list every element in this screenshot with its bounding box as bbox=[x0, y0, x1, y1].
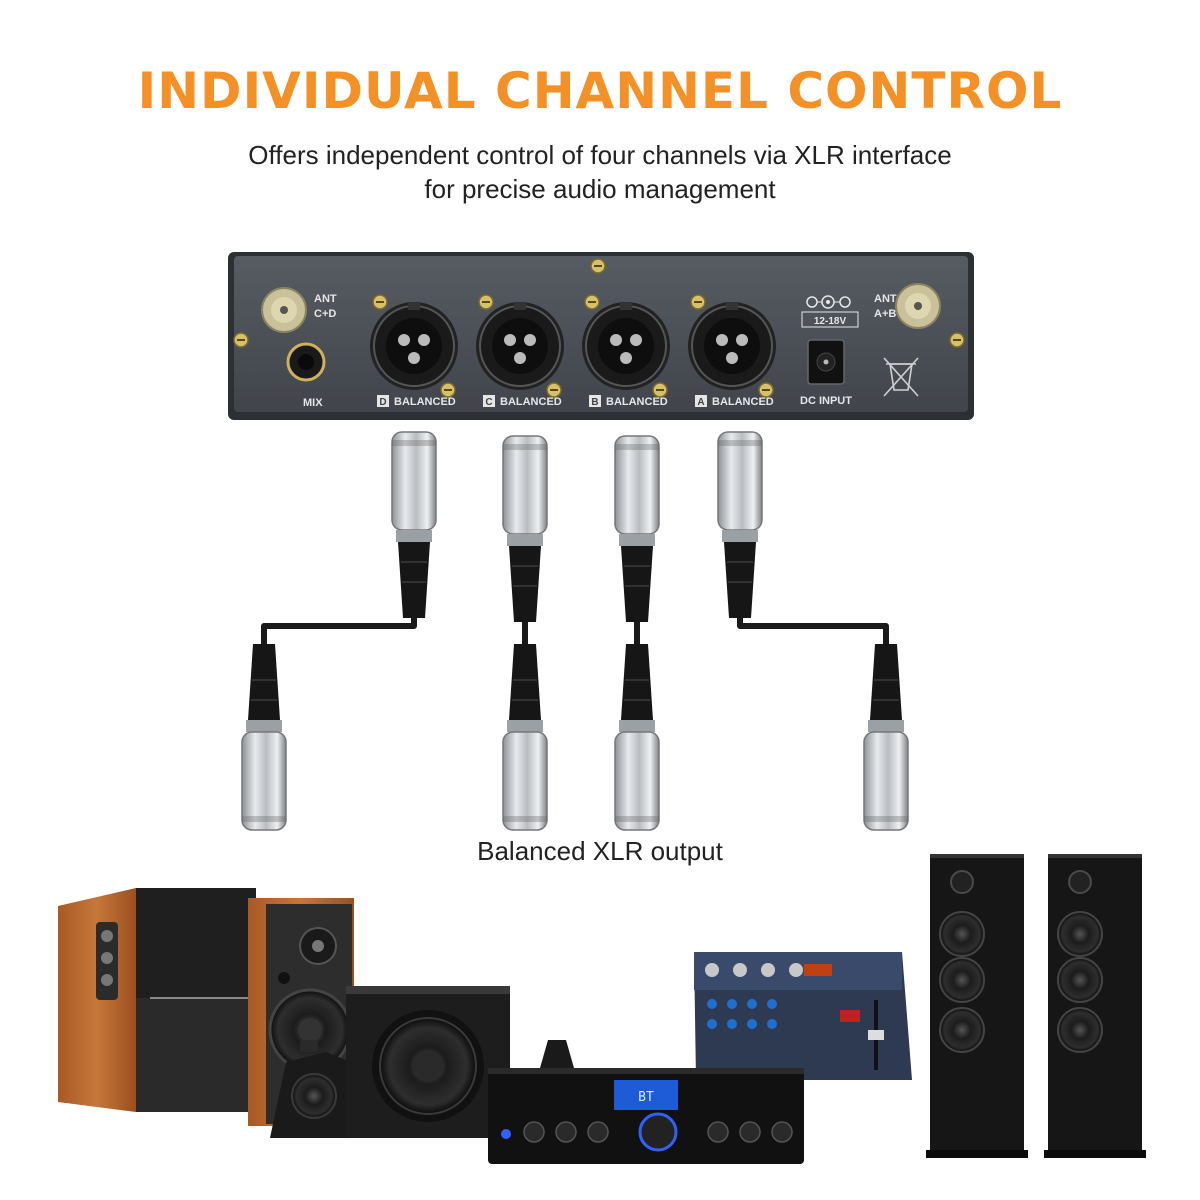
receiver-rear-panel: ANT C+D MIX D BALANCED C BALANCED bbox=[228, 252, 974, 420]
dc-polarity-icon bbox=[806, 295, 851, 309]
subwoofer-icon bbox=[346, 986, 510, 1138]
svg-text:BALANCED: BALANCED bbox=[500, 396, 562, 408]
output-caption: Balanced XLR output bbox=[477, 836, 723, 866]
mix-jack bbox=[286, 342, 326, 382]
svg-text:D: D bbox=[379, 397, 386, 408]
mixer-icon bbox=[694, 952, 912, 1080]
dc-input-jack bbox=[807, 339, 845, 385]
channel-label-a: A BALANCED bbox=[695, 395, 774, 408]
page-subtitle-line2: for precise audio management bbox=[424, 174, 776, 204]
tower-speaker-icon bbox=[1044, 854, 1146, 1158]
tower-speaker-icon bbox=[926, 854, 1028, 1158]
dc-input-label: DC INPUT bbox=[800, 395, 852, 407]
svg-text:BALANCED: BALANCED bbox=[712, 396, 774, 408]
xlr-plug-icon bbox=[391, 431, 437, 619]
ant-cd-label-2: C+D bbox=[314, 308, 336, 320]
xlr-plug-icon bbox=[502, 435, 548, 623]
screw-icon bbox=[233, 332, 249, 348]
channel-label-c: C BALANCED bbox=[483, 395, 562, 408]
ant-cd-label-1: ANT bbox=[314, 293, 337, 305]
xlr-plug-icon bbox=[717, 431, 763, 619]
bookshelf-speaker-icon bbox=[58, 888, 256, 1112]
xlr-plug-icon bbox=[863, 643, 909, 831]
svg-text:BALANCED: BALANCED bbox=[606, 396, 668, 408]
svg-text:C: C bbox=[485, 397, 492, 408]
xlr-plug-icon bbox=[614, 435, 660, 623]
xlr-socket-a-icon bbox=[687, 301, 777, 391]
screw-icon bbox=[949, 332, 965, 348]
ant-ab-label-2: A+B bbox=[874, 308, 896, 320]
xlr-socket-c-icon bbox=[475, 301, 565, 391]
xlr-socket-b-icon bbox=[581, 301, 671, 391]
xlr-plug-icon bbox=[502, 643, 548, 831]
xlr-plug-icon bbox=[614, 643, 660, 831]
recycle-bin-icon bbox=[883, 357, 919, 397]
page-title: INDIVIDUAL CHANNEL CONTROL bbox=[137, 62, 1063, 120]
screw-icon bbox=[590, 258, 606, 274]
mix-label: MIX bbox=[303, 397, 323, 409]
antenna-connector-ab bbox=[895, 283, 941, 329]
bookshelf-speaker-icon bbox=[248, 898, 354, 1126]
xlr-plug-icon bbox=[241, 643, 287, 831]
channel-label-d: D BALANCED bbox=[377, 395, 456, 408]
antenna-connector-cd bbox=[261, 287, 307, 333]
power-rating-label: 12-18V bbox=[814, 316, 847, 327]
xlr-socket-d-icon bbox=[369, 301, 459, 391]
ant-ab-label-1: ANT bbox=[874, 293, 897, 305]
amplifier-display: BT bbox=[638, 1090, 654, 1105]
svg-text:BALANCED: BALANCED bbox=[394, 396, 456, 408]
desktop-speaker-icon bbox=[270, 1040, 350, 1138]
xlr-cables bbox=[241, 431, 909, 831]
page-subtitle-line1: Offers independent control of four chann… bbox=[248, 140, 952, 170]
svg-text:A: A bbox=[697, 397, 704, 408]
amplifier-icon: BT bbox=[488, 1040, 804, 1164]
channel-label-b: B BALANCED bbox=[589, 395, 668, 408]
svg-text:B: B bbox=[591, 397, 598, 408]
